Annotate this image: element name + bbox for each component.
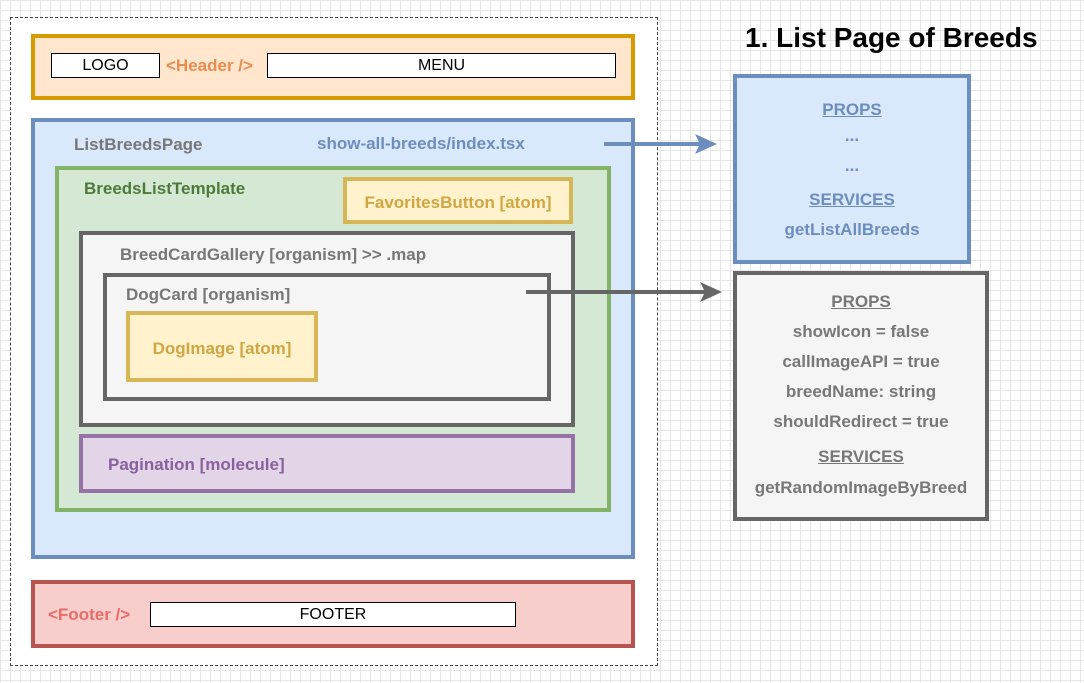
card-prop-item: breedName: string: [785, 382, 937, 401]
template-label: BreedsListTemplate: [84, 179, 246, 198]
card-services-heading: SERVICES: [818, 447, 904, 466]
pagination-label: Pagination [molecule]: [108, 455, 285, 474]
dog-image-atom: DogImage [atom]: [126, 311, 318, 382]
footer-component: [31, 580, 635, 648]
menu-box: MENU: [267, 53, 616, 78]
card-prop-item: showIcon = false: [792, 322, 930, 341]
favorites-button-label: FavoritesButton [atom]: [364, 193, 552, 212]
list-page-label: ListBreedsPage: [74, 135, 203, 154]
diagram-title: 1. List Page of Breeds: [745, 22, 1038, 53]
footer-tag: <Footer />: [48, 605, 131, 624]
footer-box: FOOTER: [150, 602, 516, 627]
pagination-molecule: [79, 434, 575, 493]
dog-image-label: DogImage [atom]: [152, 339, 292, 358]
card-prop-item: shouldRedirect = true: [773, 412, 949, 431]
page-file-label: show-all-breeds/index.tsx: [317, 134, 525, 153]
card-props-heading: PROPS: [831, 292, 891, 311]
favorites-button-atom: FavoritesButton [atom]: [343, 177, 573, 224]
header-tag: <Header />: [166, 56, 253, 75]
card-prop-item: callImageAPI = true: [782, 352, 940, 371]
gallery-label: BreedCardGallery [organism] >> .map: [120, 245, 427, 264]
card-props-arrow: [526, 282, 722, 302]
card-props-panel: PROPS showIcon = false callImageAPI = tr…: [733, 271, 989, 521]
page-prop-item: ...: [844, 156, 860, 175]
page-prop-item: ...: [844, 126, 860, 145]
logo-box: LOGO: [51, 53, 160, 78]
card-service-item: getRandomImageByBreed: [754, 478, 968, 497]
page-props-heading: PROPS: [822, 100, 882, 119]
page-props-panel: PROPS ... ... SERVICES getListAllBreeds: [733, 74, 971, 264]
page-service-item: getListAllBreeds: [784, 220, 920, 239]
page-props-arrow: [604, 134, 717, 154]
dog-card-label: DogCard [organism]: [126, 285, 291, 304]
page-services-heading: SERVICES: [809, 190, 895, 209]
